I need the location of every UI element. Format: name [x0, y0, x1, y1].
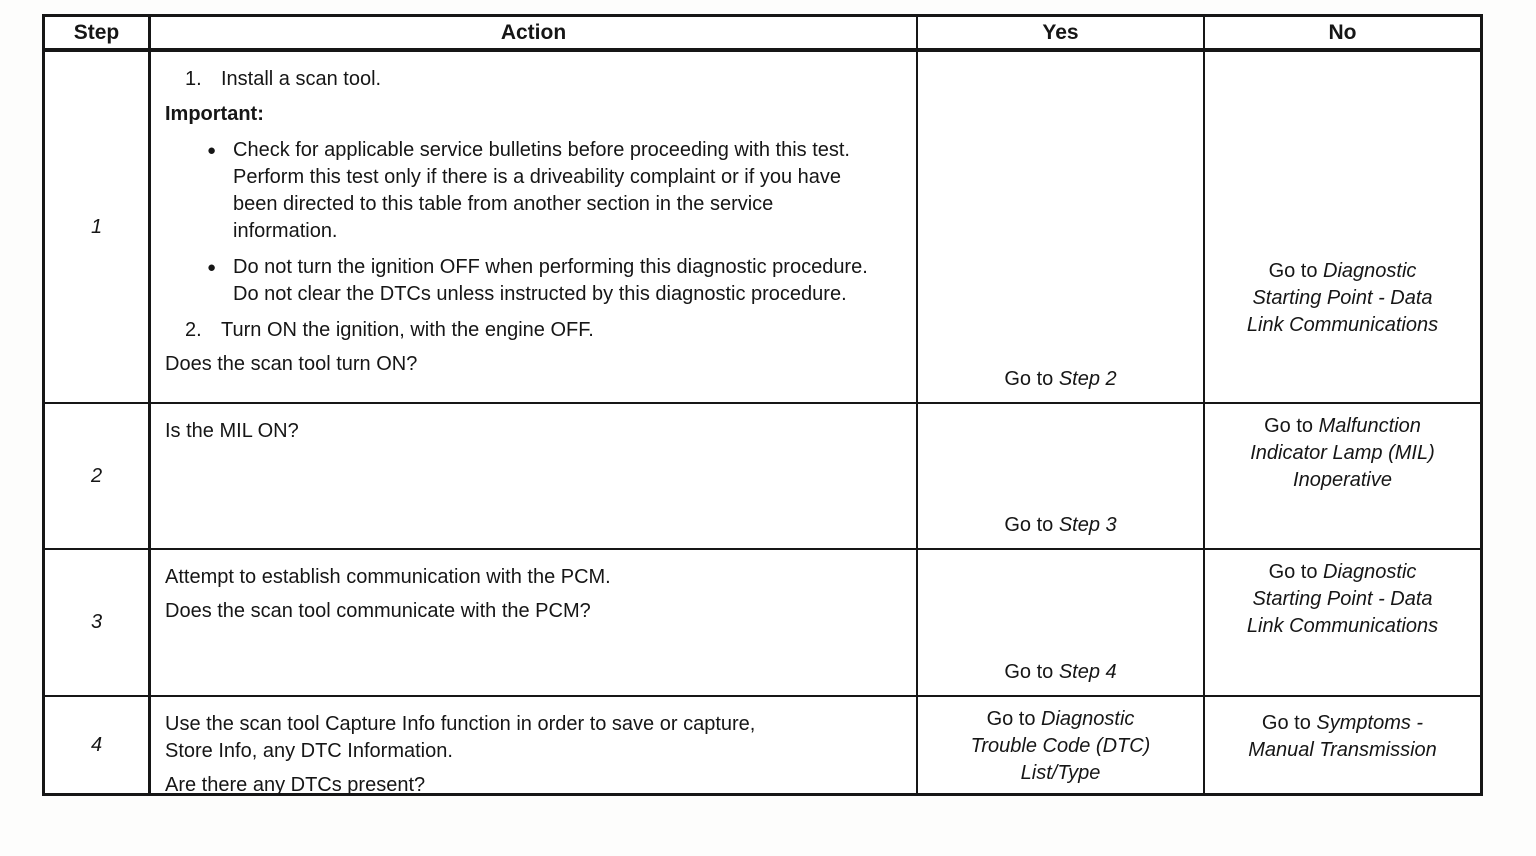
step-number: 3 — [90, 611, 103, 633]
table-row-step-4: 4 Use the scan tool Capture Info functio… — [45, 695, 1480, 793]
item-number: 2. — [185, 319, 202, 341]
step-number: 4 — [90, 733, 103, 756]
go-to-prefix: Go to — [1261, 712, 1317, 734]
numbered-item: 1. Install a scan tool. — [165, 66, 902, 93]
action-cell: Is the MIL ON? — [151, 404, 918, 548]
go-to-prefix: Go to — [1264, 415, 1319, 437]
bullet-icon: ● — [207, 142, 217, 159]
item-number: 1. — [185, 68, 202, 90]
step-cell: 2 — [45, 404, 151, 548]
go-to-prefix: Go to — [1268, 260, 1324, 282]
header-cell-step: Step — [45, 17, 151, 48]
go-to-target: Diagnostic Starting Point - Data Link Co… — [1246, 260, 1439, 336]
go-to-prefix: Go to — [1004, 368, 1059, 390]
yes-cell: Go to Diagnostic Trouble Code (DTC) List… — [918, 697, 1205, 793]
step-cell: 1 — [45, 52, 151, 402]
no-cell: Go to Diagnostic Starting Point - Data L… — [1205, 550, 1480, 695]
go-to-reference: Go to Step 4 — [1004, 659, 1116, 686]
action-cell: Attempt to establish communication with … — [151, 550, 918, 695]
step-number: 2 — [90, 464, 103, 487]
diagnostic-table: Step Action Yes No 1 1. Install a scan t… — [42, 14, 1483, 796]
table-row-step-1: 1 1. Install a scan tool. Important: ● C… — [45, 50, 1480, 402]
action-cell: 1. Install a scan tool. Important: ● Che… — [151, 52, 918, 402]
header-cell-action: Action — [151, 17, 918, 48]
go-to-target: Diagnostic Starting Point - Data Link Co… — [1246, 561, 1439, 637]
go-to-reference: Go to Diagnostic Starting Point - Data L… — [1239, 559, 1447, 640]
action-content: Use the scan tool Capture Info function … — [151, 697, 916, 793]
go-to-prefix: Go to — [1268, 561, 1324, 583]
table-row-step-3: 3 Attempt to establish communication wit… — [45, 548, 1480, 695]
question-text: Are there any DTCs present? — [165, 774, 426, 793]
yes-cell: Go to Step 3 — [918, 404, 1205, 548]
action-content: Attempt to establish communication with … — [151, 550, 916, 638]
numbered-item: 2. Turn ON the ignition, with the engine… — [165, 317, 902, 344]
action-content: Is the MIL ON? — [151, 404, 916, 458]
no-cell: Go to Diagnostic Starting Point - Data L… — [1205, 52, 1480, 402]
question-text: Does the scan tool communicate with the … — [165, 600, 591, 622]
bullet-item: ● Do not turn the ignition OFF when perf… — [165, 254, 902, 308]
header-cell-yes: Yes — [918, 17, 1205, 48]
go-to-target: Symptoms - Manual Transmission — [1248, 712, 1437, 761]
item-text: Turn ON the ignition, with the engine OF… — [221, 319, 594, 341]
go-to-reference: Go to Symptoms - Manual Transmission — [1234, 710, 1452, 764]
go-to-reference: Go to Step 3 — [1004, 512, 1116, 539]
step-cell: 3 — [45, 550, 151, 695]
go-to-target: Diagnostic Trouble Code (DTC) List/Type — [970, 708, 1151, 784]
go-to-reference: Go to Diagnostic Starting Point - Data L… — [1239, 258, 1447, 339]
bullet-text: Do not turn the ignition OFF when perfor… — [233, 256, 868, 305]
question-text: Does the scan tool turn ON? — [165, 353, 418, 375]
action-cell: Use the scan tool Capture Info function … — [151, 697, 918, 793]
table-row-step-2: 2 Is the MIL ON? Go to Step 3 Go to Malf… — [45, 402, 1480, 548]
go-to-target: Malfunction Indicator Lamp (MIL) Inopera… — [1250, 415, 1435, 491]
bullet-text: Check for applicable service bulletins b… — [233, 139, 850, 242]
question-text: Is the MIL ON? — [165, 420, 299, 442]
go-to-target: Step 3 — [1058, 514, 1117, 536]
important-label: Important: — [165, 103, 264, 125]
action-line: Use the scan tool Capture Info function … — [165, 713, 756, 762]
yes-cell: Go to Step 2 — [918, 52, 1205, 402]
no-cell: Go to Symptoms - Manual Transmission — [1205, 697, 1480, 793]
go-to-prefix: Go to — [986, 708, 1042, 730]
go-to-prefix: Go to — [1004, 514, 1059, 536]
item-text: Install a scan tool. — [221, 68, 382, 90]
step-number: 1 — [90, 215, 103, 238]
yes-cell: Go to Step 4 — [918, 550, 1205, 695]
step-cell: 4 — [45, 697, 151, 793]
go-to-target: Step 2 — [1058, 368, 1117, 390]
go-to-reference: Go to Step 2 — [1004, 366, 1116, 393]
no-cell: Go to Malfunction Indicator Lamp (MIL) I… — [1205, 404, 1480, 548]
header-cell-no: No — [1328, 20, 1357, 44]
bullet-item: ● Check for applicable service bulletins… — [165, 137, 902, 245]
go-to-prefix: Go to — [1004, 661, 1059, 683]
action-line: Attempt to establish communication with … — [165, 566, 611, 588]
bullet-icon: ● — [207, 259, 217, 276]
table-header-row: Step Action Yes No — [45, 17, 1480, 50]
go-to-reference: Go to Diagnostic Trouble Code (DTC) List… — [957, 706, 1165, 787]
go-to-reference: Go to Malfunction Indicator Lamp (MIL) I… — [1239, 413, 1447, 494]
action-content: 1. Install a scan tool. Important: ● Che… — [151, 52, 916, 391]
go-to-target: Step 4 — [1058, 661, 1117, 683]
